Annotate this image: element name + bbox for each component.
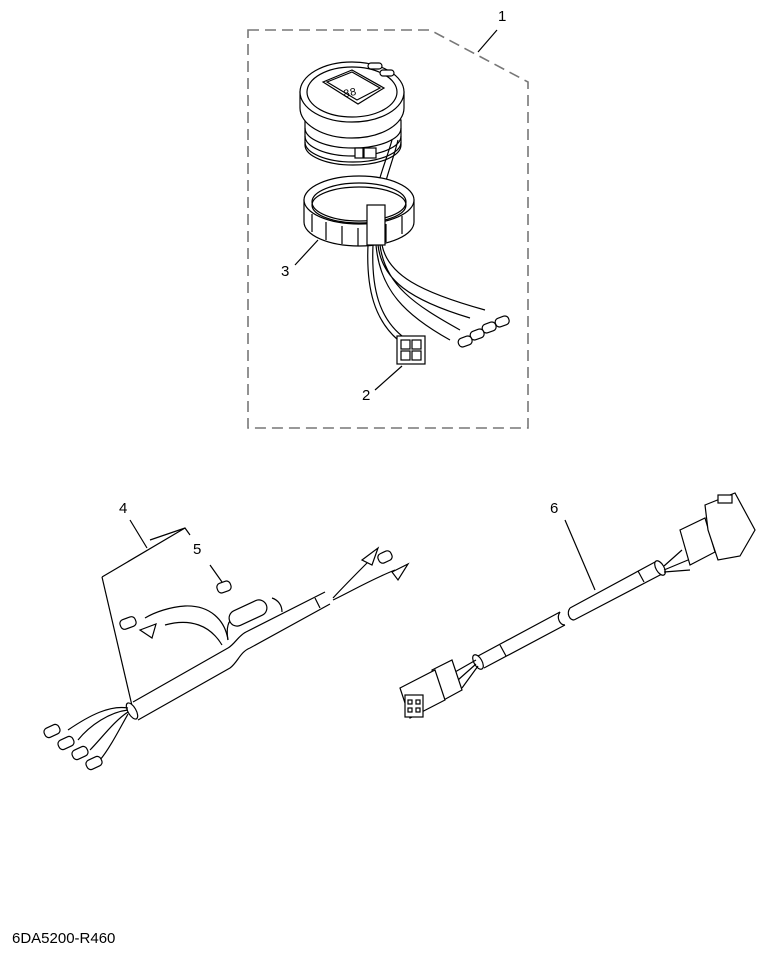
callout-3: 3: [281, 263, 290, 280]
terminals-kit: [457, 315, 510, 348]
leader-6: [564, 519, 596, 591]
leader-2: [374, 365, 403, 391]
extension-harness-6: [399, 492, 756, 719]
leader-4: [129, 519, 148, 549]
part-5-cap: [216, 580, 232, 594]
callout-2: 2: [362, 387, 371, 404]
callout-1: 1: [498, 8, 507, 25]
kit-outline: [247, 29, 529, 429]
svg-text:88: 88: [342, 87, 357, 101]
bracket-4: [149, 527, 191, 541]
ring-nut: [303, 175, 415, 247]
meter-gauge: 88: [299, 61, 405, 166]
callout-6: 6: [550, 500, 559, 517]
connector-2: [396, 335, 426, 365]
diagram-code: 6DA5200-R460: [12, 930, 116, 947]
leader-1: [477, 29, 498, 53]
harness-4: [43, 546, 410, 771]
callout-4: 4: [119, 500, 128, 517]
callout-5: 5: [193, 541, 202, 558]
leader-3: [294, 239, 319, 266]
leader-5: [209, 564, 223, 583]
